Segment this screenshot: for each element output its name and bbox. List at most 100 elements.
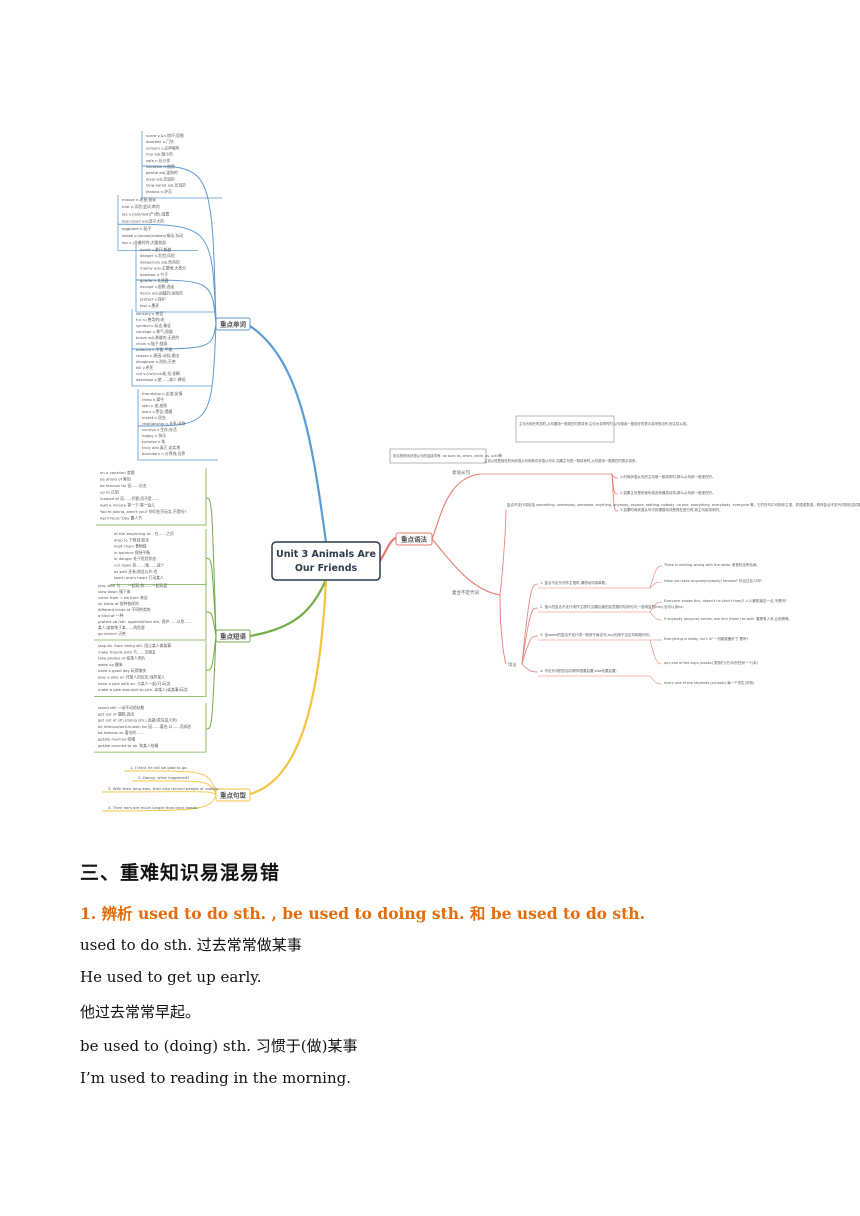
example-line xyxy=(649,601,663,613)
sentence-line xyxy=(123,770,217,796)
sentence-line xyxy=(101,791,217,796)
word-entry: lap n.(坐着时的)大腿前部 xyxy=(122,240,166,245)
rule-line xyxy=(611,473,619,479)
sentence-entry: 2. Danny, what happened? xyxy=(138,775,189,780)
words-group-bracket xyxy=(141,131,222,199)
word-entry: fierce adj.凶猛的;凶残的 xyxy=(140,290,183,295)
indef-desc-line xyxy=(499,509,507,596)
phrase-entry: stand still 一动不动地站着 xyxy=(98,705,144,710)
words-main-line xyxy=(249,325,328,543)
phrase-entry: get out of 摆脱;逃出 xyxy=(98,711,134,716)
usage-label: 用法 xyxy=(508,661,516,668)
phrase-entry: wake up 醒来 xyxy=(98,662,123,667)
phrase-entry: all kinds of 各种各样的 xyxy=(98,601,139,606)
phrases-group-bracket xyxy=(94,581,207,641)
grammar-clause-line xyxy=(431,473,481,540)
sub-title: 1. 辨析 used to do sth. , be used to doing… xyxy=(80,904,645,923)
phrases-group-bracket xyxy=(94,641,207,697)
usage-rule: 1. 复合不定代词作主语时,谓语动词用单数。 xyxy=(540,580,609,585)
word-entry: escape v.逃脱;逃走 xyxy=(140,284,175,289)
example-line xyxy=(649,565,663,589)
clause-rule: 3.如果时间状语从句中的谓语动词是现在进行时,则主句用将来时。 xyxy=(620,507,722,512)
word-entry: eggplant n.茄子 xyxy=(122,226,151,231)
phrases-sub-line xyxy=(205,635,217,730)
word-entry: long-eared adj.长耳的 xyxy=(146,183,186,188)
usage-rule: 3. 含some的复合不定代词一般用于肯定句,any的用于否定句和疑问句。 xyxy=(540,632,653,637)
words-sub-line xyxy=(117,223,217,325)
phrase-entry: as well 还有;除此以外;也 xyxy=(114,569,158,574)
words-sub-line xyxy=(135,279,217,325)
word-entry: fur n.(兽类的)毛 xyxy=(136,317,164,322)
word-entry: kill v.杀死 xyxy=(136,365,154,370)
grammar-indef-line xyxy=(431,538,501,596)
word-entry: cut v.(cut/cut)砍;切;割断 xyxy=(136,371,181,376)
top-note-box xyxy=(515,415,615,443)
word-entry: symbol n.标志;象征 xyxy=(136,323,171,328)
example-sentence: any one of the boys (books) 男孩们(书)中的任何一个… xyxy=(664,660,759,665)
indef-label: 复合不定代词 xyxy=(452,589,479,596)
center-node-box xyxy=(271,541,381,581)
phrase-entry: get/be married 结婚 xyxy=(98,737,135,742)
word-entry: survive v.生存;存活 xyxy=(142,427,177,432)
phrase-entry: make friends with 与……交朋友 xyxy=(98,649,156,654)
example-sentence: Have you seen anyone(anybody) famous? 你见… xyxy=(664,578,762,583)
phrase-entry: play with 与……一起玩;和……一起玩耍 xyxy=(98,583,167,588)
phrase-entry: go extinct 灭绝 xyxy=(98,631,126,636)
body-line-5: I’m used to reading in the morning. xyxy=(80,1069,352,1087)
usage-rule: 4. 不定代词的形容词修饰语要后置,else也要后置。 xyxy=(540,668,619,673)
phrase-entry: 某人/某物免于某……的危害 xyxy=(98,625,145,630)
phrase-entry: cut down 砍……;使……减少 xyxy=(114,563,164,568)
phrases-group-bracket xyxy=(96,468,207,526)
phrase-entry: April Fools' Day 愚人节 xyxy=(100,516,142,521)
word-entry: danger n.危险;风险 xyxy=(140,253,175,258)
phrase-entry: a kind of 一种 xyxy=(98,613,123,618)
indef-description: 复合不定代词包括 something, somebody, someone, a… xyxy=(507,502,860,507)
phrase-entry: get out of sth.(doing sth.) 逃避(责任或义务) xyxy=(98,718,178,723)
mind-map-center-node: Unit 3 Animals Are Our Friends xyxy=(271,541,381,581)
clause-description: 主将从现是指在时间状语从句和条件状语从句中,如果主句是一般将来时,从句常用一般现… xyxy=(484,458,639,463)
grammar-branch-label: 重点语法 xyxy=(401,535,428,544)
word-entry: boundary n.分界线;边界 xyxy=(142,451,185,456)
rule-line xyxy=(611,473,619,512)
phrase-entry: play a joke on 开某人的玩笑;戏弄某人 xyxy=(98,675,165,680)
word-entry: gentle adj.温和的 xyxy=(146,170,178,175)
word-entry: tiny adj.微小的 xyxy=(146,152,173,157)
word-entry: protect v.保护 xyxy=(140,297,166,302)
word-entry: shake v.(shook/shaken)摇动;抖动 xyxy=(122,233,183,238)
usage-rule-line xyxy=(521,635,539,665)
top-note: 主句为现在时态时,从句要用一般现在时表将来;主句为将来时时,从句常用一般现在时表… xyxy=(519,421,690,426)
words-sub-line xyxy=(141,165,217,325)
phrase-entry: wait a minute 等一下;等一会儿 xyxy=(100,503,155,508)
phrase-entry: different kinds of 不同种类的 xyxy=(98,607,151,612)
phrase-entry: be famous as 著名的…… xyxy=(98,730,144,735)
phrase-entry: food chain 食物链 xyxy=(114,544,147,549)
phrases-sub-line xyxy=(205,635,217,671)
sentences-main-line xyxy=(249,579,328,796)
body-line-2: He used to get up early. xyxy=(80,968,262,986)
phrase-entry: on a vacation 度假 xyxy=(100,470,135,475)
phrase-entry: take photos of 拍某人照片 xyxy=(98,656,146,661)
word-entry: disappear v.消失;灭绝 xyxy=(136,359,176,364)
word-entry: loyal adj.忠诚的 xyxy=(146,176,175,181)
sentence-line xyxy=(101,794,217,812)
word-entry: doorbell n.门铃 xyxy=(146,139,174,144)
word-entry: tortoise n.龟 xyxy=(142,439,165,444)
word-entry: scream v.尖声喊叫 xyxy=(146,145,180,150)
phrase-entry: stop sb. from doing sth. 阻止某人做某事 xyxy=(98,643,171,648)
word-entry: insect n.昆虫 xyxy=(142,415,166,420)
phrase-entry: instead of 而……代替;而不是…… xyxy=(100,496,160,501)
word-entry: mouse n.老鼠;鼠标 xyxy=(122,197,156,202)
clause-note: 常见的时间状语从句的连接词有: as soon as, when, while,… xyxy=(393,453,503,458)
example-sentence: If anybody (anyone) comes, ask him (them… xyxy=(664,616,792,621)
word-entry: brave adj.勇敢的;无畏的 xyxy=(136,335,179,340)
phrase-entry: get/be married to sb. 和某人结婚 xyxy=(98,743,159,748)
word-entry: reason n.原因;动机;理由 xyxy=(136,353,179,358)
center-node-line-1: Unit 3 Animals Are xyxy=(276,549,376,560)
example-sentence: Everyone knows this, doesn't he (don't t… xyxy=(664,598,787,603)
grammar-main-line xyxy=(379,536,397,562)
words-branch-label: 重点单词 xyxy=(220,320,247,329)
phrases-sub-line xyxy=(205,497,217,637)
word-entry: skin n.皮;皮肤 xyxy=(142,403,167,408)
example-line xyxy=(649,639,663,665)
example-sentence: Everything is ready, isn't it? 一切都准备好了,是… xyxy=(664,636,749,641)
